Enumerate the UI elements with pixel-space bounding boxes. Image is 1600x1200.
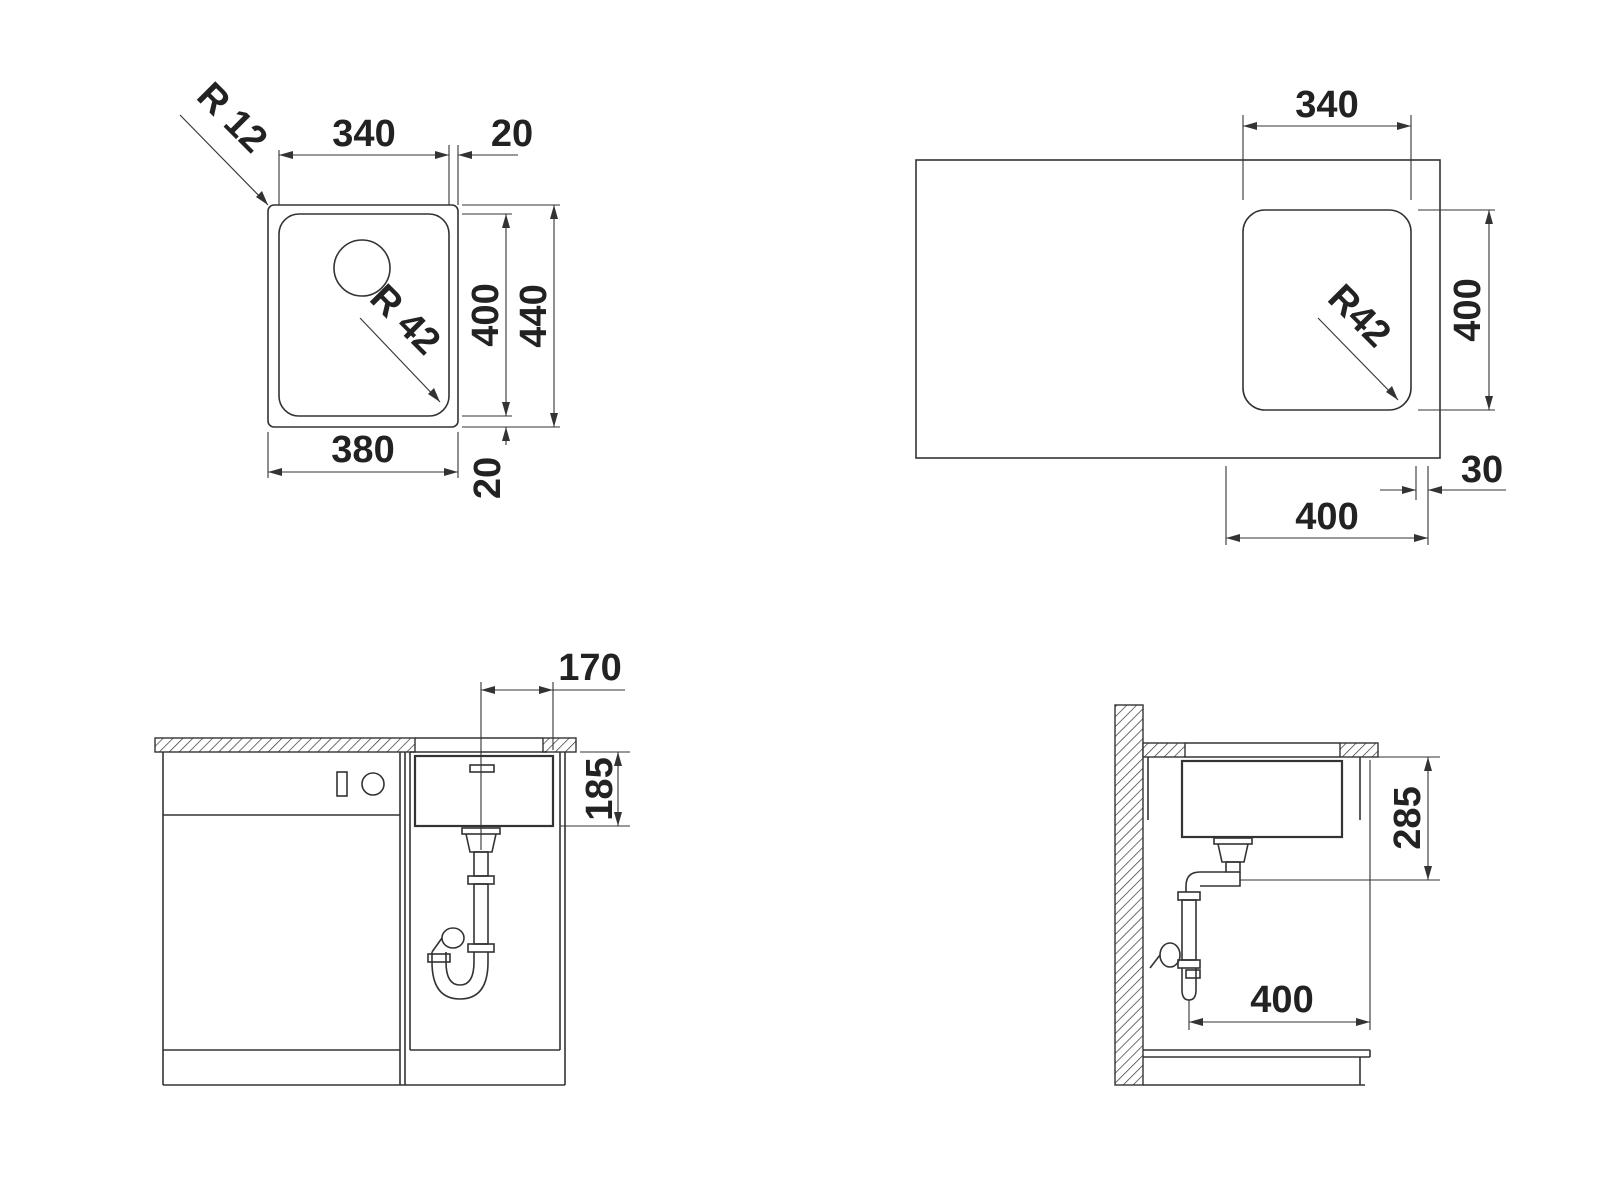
dishwasher-cabinet [162,752,405,1086]
dim-label: 170 [558,647,621,689]
sink-outer-rim [267,204,459,428]
siphon-front [427,827,501,1000]
dimension-440-vertical: 440 [513,205,558,427]
front-section-view: 170 185 [154,647,630,1086]
dim-label: 400 [1295,496,1358,538]
dimension-400-vertical: 400 [465,214,510,416]
dim-label: 30 [1461,449,1503,491]
control-button [336,771,348,797]
dim-label: R 42 [362,277,448,363]
side-worktop-front [1339,742,1379,758]
dim-label: 400 [1250,979,1313,1021]
control-knob [361,772,385,796]
dim-label: R42 [1320,277,1399,356]
dimension-400-cutout-vertical: 400 [1447,210,1493,410]
dimension-170: 170 [481,647,625,694]
sink-bowl-section [413,754,555,828]
worktop-right [542,737,577,753]
dim-label: 400 [465,283,507,346]
dim-label: 340 [1295,84,1358,126]
sink-cabinet [404,752,566,1086]
siphon-side [1149,837,1253,1001]
dimension-340-cutout: 340 [1243,84,1411,130]
overflow-slot [469,764,495,773]
dimension-20-bottom: 20 [467,427,510,499]
dim-label: 400 [1447,278,1489,341]
side-section-view: 285 400 [1114,704,1440,1086]
dim-label: R 12 [189,75,275,161]
side-sink-bowl [1180,759,1344,839]
wall-hatched [1114,704,1144,1086]
countertop-outline [915,159,1441,459]
dim-label: 285 [1387,786,1429,849]
dimension-185: 185 [560,751,630,827]
dimension-20-top: 20 [458,113,533,159]
dim-label: 185 [579,757,621,820]
side-worktop-back [1142,742,1186,758]
dim-label: 440 [513,284,555,347]
sink-inner-bowl [278,213,450,417]
dim-label: 380 [331,429,394,471]
top-view-cutout: 340 400 R42 30 400 [915,84,1506,545]
dimension-30: 30 [1380,449,1506,494]
top-view-sink: 340 20 R 12 R 42 400 [179,75,560,499]
dimension-400-side: 400 [1188,760,1371,1030]
dimension-285: 285 [1240,756,1440,881]
dimension-r12: R 12 [179,75,275,206]
dim-label: 340 [332,113,395,155]
dimension-r42-cutout: R42 [1317,277,1399,401]
drain-hole [333,239,391,297]
cutout-bowl [1242,209,1412,411]
dimension-380: 380 [268,429,458,476]
dimension-340: 340 [279,113,449,159]
dim-label: 20 [491,113,533,155]
worktop-left [154,737,416,753]
dimension-r42-bowl: R 42 [359,277,448,403]
dim-label: 20 [467,457,509,499]
dimension-400-cabinet: 400 [1226,496,1428,542]
